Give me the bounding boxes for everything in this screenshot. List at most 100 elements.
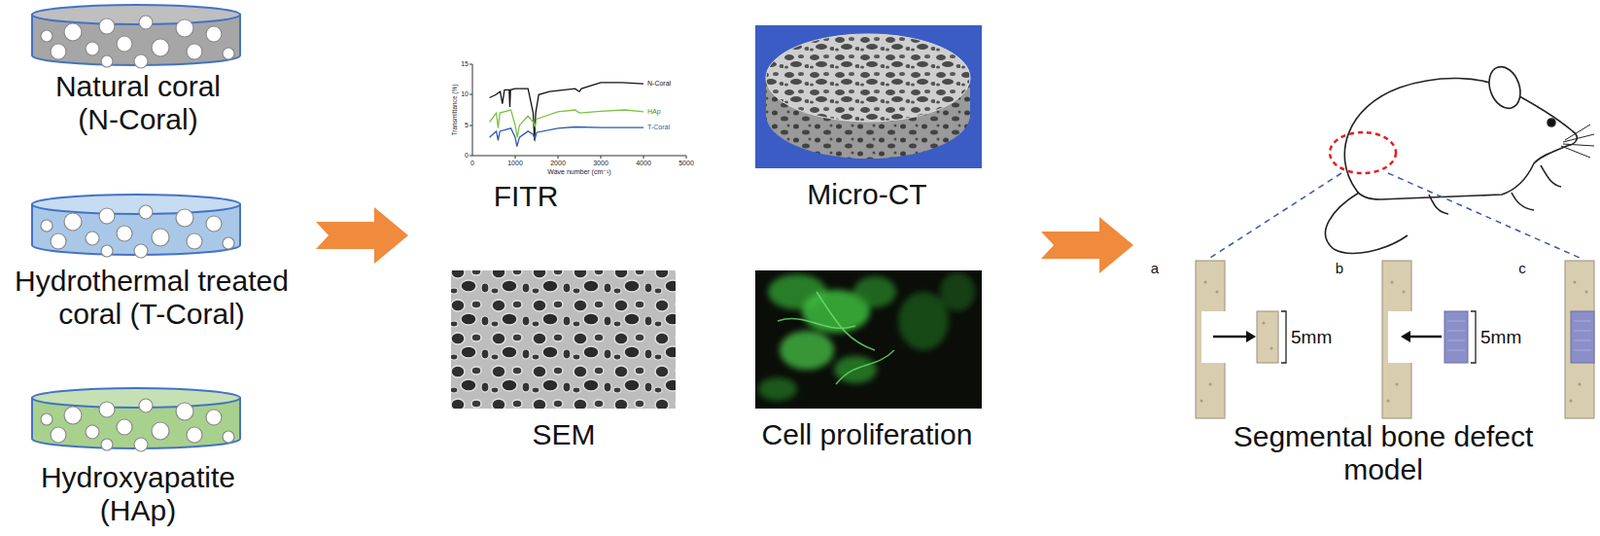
ftir-chart [469,94,473,96]
axis-tick: 2000 [550,159,566,168]
bone-segment [1195,260,1225,418]
bone-segment [1444,311,1468,363]
panel-letter: c [1518,260,1527,278]
node-text: FITR [467,179,585,213]
axis-tick: 4000 [635,159,652,168]
bone-segment [1256,311,1279,363]
petri-dish [32,4,241,69]
method-caption: Micro-CT [769,177,965,211]
ftir-chart [686,155,688,159]
dimension-label: 5mm [1290,327,1332,348]
method-caption: FITR [467,179,585,213]
bone-segment [1270,347,1274,350]
bone-segment [1407,335,1442,339]
bone-segment [1447,320,1465,350]
node-text: SEM [486,417,642,452]
micro-ct-image [755,25,982,169]
node-text: Hydroxyapatite (HAp) [16,460,260,527]
sample-label: Hydrothermal treated coral (T-Coral) [1,264,302,331]
petri-dish [32,194,241,214]
fluorescence-image [755,270,982,409]
bone-segment [1470,311,1476,363]
bone-segment [1573,320,1592,350]
bone-segment [1388,311,1413,363]
series-label: HAp [647,107,661,116]
flow-arrow [315,207,409,264]
mouse-drawing [1325,62,1595,253]
bone-segment [1565,260,1595,418]
ftir-chart [472,155,687,157]
panel-letter: a [1150,260,1159,278]
ftir-chart [469,64,687,159]
axis-title: Wave number (cm⁻¹) [547,168,611,176]
axis-tick: 3000 [592,159,609,168]
mouse-drawing [1325,192,1408,253]
bone-segment [1391,280,1394,284]
ftir-chart [472,64,474,156]
axis-tick: 5 [464,121,469,130]
spectrum-line [489,127,644,147]
fluorescence-image [779,330,835,370]
node-text: Micro-CT [769,177,965,211]
petri-dish [40,398,235,452]
bone-segment [1387,399,1391,403]
zoom-line [1388,173,1580,258]
series-label: T-Coral [647,123,670,132]
bone-segment [1569,399,1573,403]
fluorescence-image [853,276,897,308]
fluorescence-image [758,272,975,401]
flow-arrow [1041,216,1134,274]
bone-segment [1262,321,1266,325]
fluorescence-image [755,270,982,409]
petri-dish [32,387,241,452]
micro-ct-image [765,34,971,122]
sem-image [451,270,676,409]
fluorescence-image [898,291,949,350]
node-text: Hydrothermal treated coral (T-Coral) [1,264,302,331]
bone-segment [1402,290,1406,294]
mouse-drawing [1428,194,1449,214]
axis-tick: 10 [460,90,469,99]
zoom-line [1210,173,1342,258]
method-caption: SEM [486,417,642,452]
ftir-chart [600,155,602,159]
mouse-drawing [1483,62,1526,113]
ftir-chart [515,155,517,159]
bone-segment [1213,335,1251,339]
bone-segment [1200,399,1204,403]
fluorescence-image [777,291,895,384]
petri-dish [32,387,241,408]
bone-segment [1573,280,1577,284]
series-label: N-Coral [647,79,671,88]
sem-image [451,270,676,409]
bone-segment [1195,260,1287,418]
bone-segment [1565,260,1595,418]
node-text: Segmental bone defect model [1217,419,1549,487]
bone-segment [1209,382,1213,386]
ftir-chart [643,155,645,159]
dimension-label: 5mm [1480,327,1522,348]
bone-segment [1382,260,1412,418]
bone-segment [1204,280,1208,284]
panel-letter: b [1335,260,1344,278]
fluorescence-image [939,272,975,312]
axis-tick: 0 [464,151,469,160]
sample-label: Natural coral (N-Coral) [31,69,245,137]
node-text: Natural coral (N-Coral) [31,69,245,137]
petri-dish [32,4,241,25]
bone-segment [1281,311,1287,363]
bone-segment [1570,311,1595,363]
mouse-drawing [1344,77,1577,200]
petri-dish [40,205,235,258]
fluorescence-image [758,377,798,401]
ftir-chart [557,155,559,159]
petri-dish [40,15,235,69]
mouse-drawing [1547,118,1556,127]
mouse-drawing [1561,124,1595,158]
ftir-chart [469,125,473,127]
model-caption: Segmental bone defect model [1217,419,1549,487]
axis-tick: 1000 [507,159,523,168]
axis-title: Transmittance (%) [451,84,458,137]
sample-label: Hydroxyapatite (HAp) [16,460,260,527]
